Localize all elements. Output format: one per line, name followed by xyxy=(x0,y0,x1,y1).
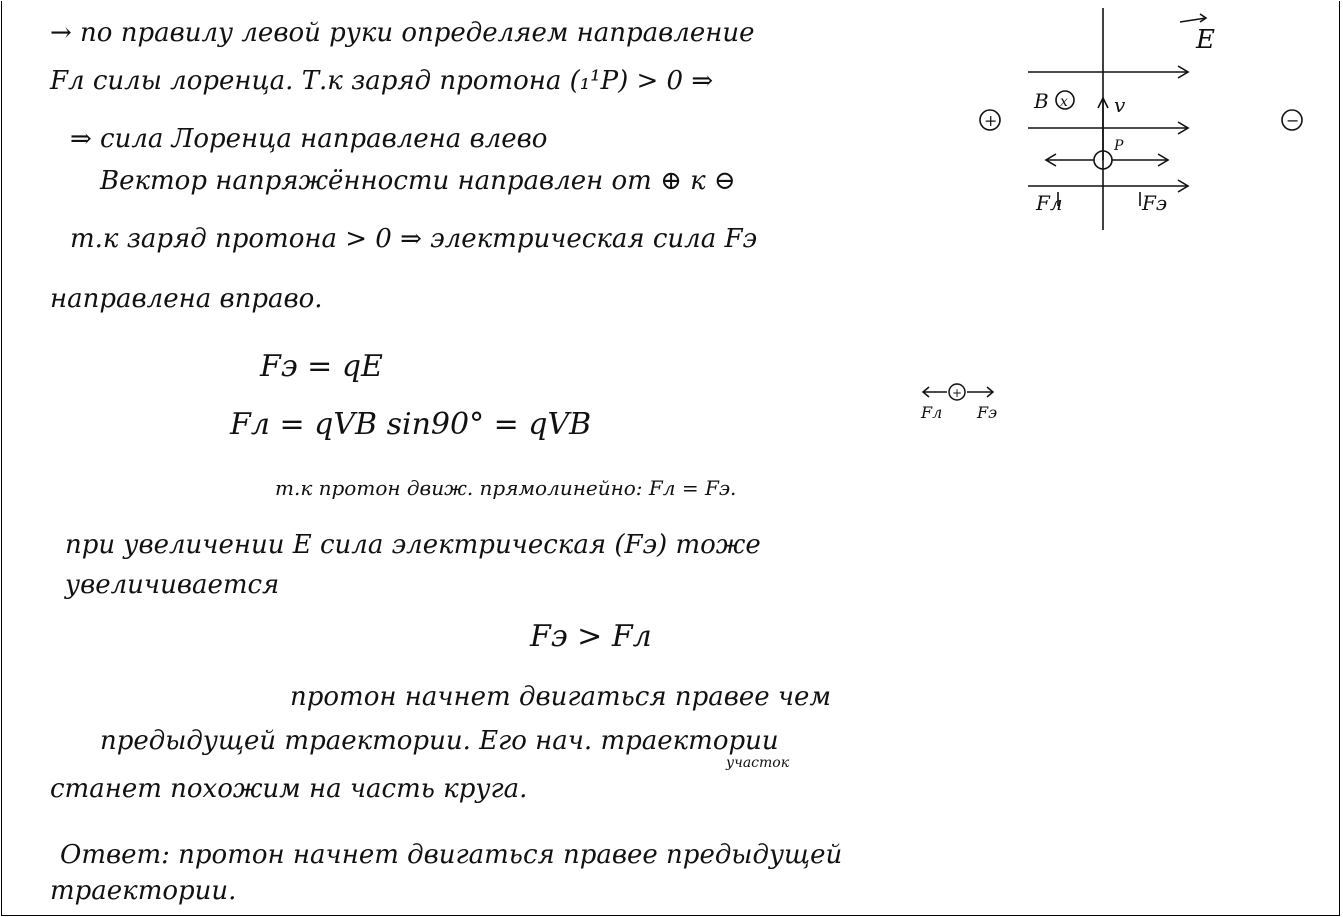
plus-plate-icon xyxy=(979,109,1001,131)
text-line-equal: т.к протон движ. прямолинейно: Fл = Fэ. xyxy=(275,476,737,500)
text-line-5: т.к заряд протона > 0 ⇒ электрическая си… xyxy=(70,224,758,254)
text-line-insert: участок xyxy=(726,755,790,771)
p-label: P xyxy=(1113,138,1124,154)
b-field-cross-icon xyxy=(1055,90,1075,110)
v-label: v xyxy=(1114,93,1126,117)
mini-fl-label: Fл xyxy=(920,403,942,422)
field-diagram-svg: + − E B x v P Fл Fэ xyxy=(979,8,1303,230)
fe-label: Fэ xyxy=(1141,191,1167,215)
text-line-10: при увеличении E сила электрическая (Fэ)… xyxy=(65,530,761,560)
fl-label: Fл xyxy=(1035,191,1063,215)
force-mini-diagram: + Fл Fэ xyxy=(920,383,997,422)
minus-label: − xyxy=(1286,111,1299,130)
mini-lorentz-arrowhead xyxy=(921,386,930,398)
minus-plate-icon xyxy=(1281,109,1303,131)
electric-force-arrowhead xyxy=(1157,153,1170,167)
field-arrow-2 xyxy=(1177,121,1190,135)
answer-line-1: Ответ: протон начнет двигаться правее пр… xyxy=(60,840,843,870)
text-line-3: ⇒ сила Лоренца направлена влево xyxy=(70,124,548,154)
mini-plus-label: + xyxy=(952,386,962,400)
text-line-11: увеличивается xyxy=(65,570,280,600)
b-label: B xyxy=(1033,89,1049,113)
text-line-1: → по правилу левой руки определяем напра… xyxy=(50,18,755,48)
text-line-6: направлена вправо. xyxy=(50,284,323,314)
mini-fe-label: Fэ xyxy=(976,403,997,422)
field-arrow-3 xyxy=(1177,179,1190,193)
text-line-2: Fл силы лоренца. Т.к заряд протона (₁¹P)… xyxy=(50,66,714,96)
field-arrow-1 xyxy=(1177,65,1190,79)
answer-line-2: траектории. xyxy=(50,876,237,906)
e-label: E xyxy=(1195,25,1215,55)
e-vector-arrowhead xyxy=(1199,13,1208,23)
mini-proton-icon xyxy=(948,383,966,401)
lorentz-force-arrowhead xyxy=(1044,153,1057,167)
formula-inequality: Fэ > Fл xyxy=(530,619,652,654)
text-line-4: Вектор напряжённости направлен от ⊕ к ⊖ xyxy=(100,166,736,196)
formula-fe: Fэ = qE xyxy=(260,349,383,384)
text-line-13: протон начнет двигаться правее чем xyxy=(290,682,831,712)
text-line-15: станет похожим на часть круга. xyxy=(50,774,528,804)
b-cross-label: x xyxy=(1060,94,1068,110)
plus-label: + xyxy=(984,111,997,130)
mini-electric-arrowhead xyxy=(986,386,995,398)
e-vector-arrow xyxy=(1179,17,1207,23)
text-line-14: предыдущей траектории. Его нач. траектор… xyxy=(100,726,779,756)
formula-fl: Fл = qVB sin90° = qVB xyxy=(230,407,592,442)
field-diagram xyxy=(0,0,320,240)
velocity-arrowhead xyxy=(1097,96,1109,109)
